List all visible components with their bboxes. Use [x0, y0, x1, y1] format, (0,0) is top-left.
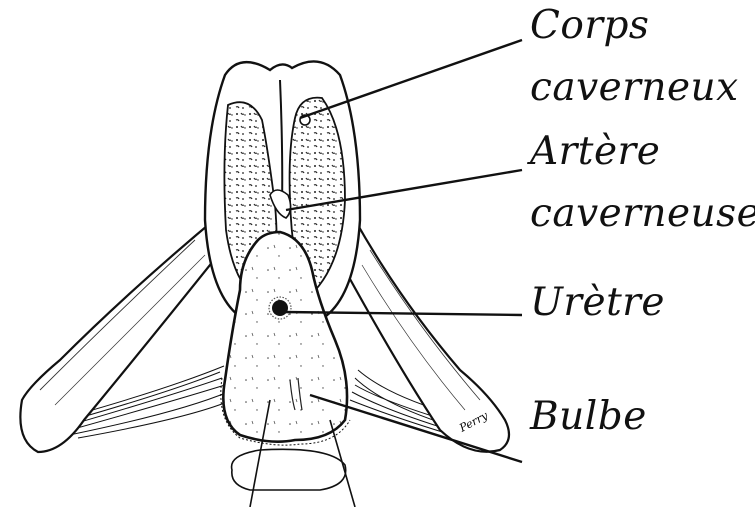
label-corps-line2: caverneux	[530, 68, 739, 107]
urethra-lumen	[272, 300, 288, 316]
label-uretre: Urètre	[530, 283, 665, 322]
label-bulbe: Bulbe	[530, 397, 647, 436]
anal-outline	[232, 449, 346, 490]
label-artere-line1: Artère	[530, 132, 660, 171]
left-crus	[20, 215, 222, 452]
label-artere-line2: caverneuse	[530, 194, 755, 233]
label-corps-line1: Corps	[530, 6, 649, 45]
